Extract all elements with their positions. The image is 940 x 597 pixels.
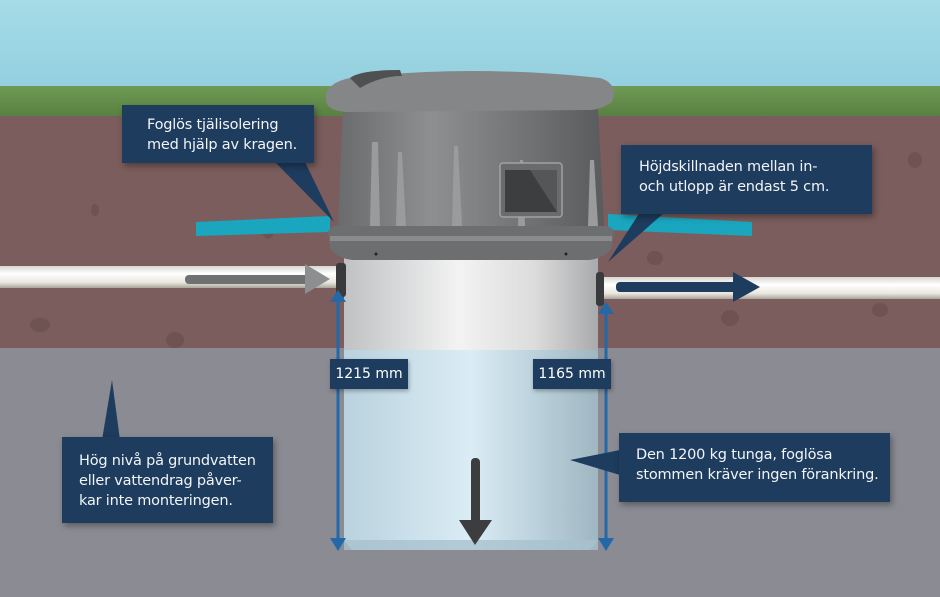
outlet-depth-label: 1165 mm (533, 359, 611, 389)
callout-insulation: Foglös tjälisolering med hjälp av kragen… (122, 105, 314, 163)
collar-highlight (330, 236, 612, 241)
frost-insulation-collar (196, 216, 330, 236)
inflow-arrow (185, 264, 330, 294)
vent-opening (499, 162, 563, 218)
outlet-depth-dimension-line (598, 302, 614, 551)
downward-force-arrow (459, 458, 492, 545)
inlet-seal (336, 263, 346, 297)
soil-texture (30, 152, 922, 348)
lid-handle (350, 70, 402, 88)
groundwater-in-tank (344, 350, 598, 550)
callout-pointer-height (608, 212, 665, 262)
callout-insulation-text: Foglös tjälisolering med hjälp av kragen… (147, 117, 298, 153)
outflow-arrow (616, 272, 760, 302)
callout-pointer-weight (570, 450, 620, 475)
tank-collar (328, 225, 614, 260)
tank-base (344, 540, 598, 550)
callout-pointer-groundwater (102, 380, 120, 440)
inlet-depth-dimension-line (330, 290, 346, 551)
callout-height-difference: Höjdskillnaden mellan in- och utlopp är … (621, 145, 872, 214)
callout-groundwater: Hög nivå på grundvatten eller vattendrag… (62, 437, 273, 523)
tank-lid-top (326, 71, 614, 112)
outlet-seal (596, 272, 604, 306)
callout-height-text: Höjdskillnaden mellan in- och utlopp är … (639, 159, 830, 195)
callout-groundwater-text: Hög nivå på grundvatten eller vattendrag… (79, 453, 256, 509)
inlet-depth-label: 1215 mm (330, 359, 408, 389)
callout-weight-text: Den 1200 kg tunga, foglösa stommen kräve… (636, 447, 879, 483)
callout-weight: Den 1200 kg tunga, foglösa stommen kräve… (619, 433, 890, 502)
callout-pointer-insulation (275, 162, 334, 222)
